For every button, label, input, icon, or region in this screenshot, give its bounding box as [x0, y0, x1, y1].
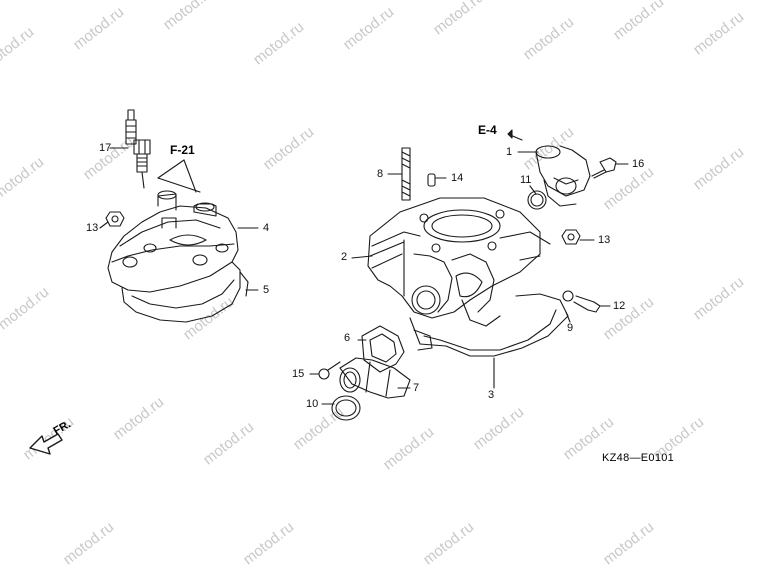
- base-gasket: [409, 293, 569, 357]
- part-number-17: 17: [99, 142, 112, 154]
- part-number-16: 16: [632, 158, 645, 170]
- nut-left: [105, 211, 125, 227]
- part-number-1: 1: [506, 146, 513, 158]
- part-number-10: 10: [306, 398, 319, 410]
- part-number-3: 3: [488, 389, 495, 401]
- spark-plug: [125, 109, 151, 189]
- diagram-code: KZ48—E0101: [602, 452, 675, 464]
- screw-15: [318, 361, 341, 380]
- water-joint: [535, 145, 591, 207]
- reference-f21-lines: [157, 159, 201, 193]
- reed-gasket: [361, 325, 405, 373]
- part-number-14: 14: [451, 172, 464, 184]
- cylinder-head: [107, 190, 239, 293]
- dowel-pin: [427, 173, 436, 187]
- reference-f21: F-21: [170, 143, 195, 157]
- front-arrow-icon: [29, 433, 63, 455]
- part-number-5: 5: [263, 284, 270, 296]
- part-number-13-right: 13: [598, 234, 611, 246]
- stud-bolt: [401, 147, 411, 201]
- reference-e4-arrow: [507, 129, 523, 141]
- o-ring: [527, 190, 547, 210]
- bolt-16: [591, 157, 617, 179]
- part-number-8: 8: [377, 168, 384, 180]
- part-number-9: 9: [567, 322, 574, 334]
- part-number-7: 7: [413, 382, 420, 394]
- clamp-ring: [331, 395, 361, 421]
- cylinder: [367, 197, 551, 327]
- bolt-12: [562, 290, 601, 313]
- part-number-11: 11: [520, 174, 532, 186]
- part-number-15: 15: [292, 368, 305, 380]
- head-gasket: [121, 261, 249, 323]
- part-number-6: 6: [344, 332, 351, 344]
- intake-joint: [339, 357, 411, 399]
- part-number-12: 12: [613, 300, 626, 312]
- part-number-13-left: 13: [86, 222, 99, 234]
- reference-e4: E-4: [478, 123, 497, 137]
- part-number-2: 2: [341, 251, 348, 263]
- nut-right: [561, 229, 581, 245]
- part-number-4: 4: [263, 222, 270, 234]
- leader-lines: [99, 147, 629, 405]
